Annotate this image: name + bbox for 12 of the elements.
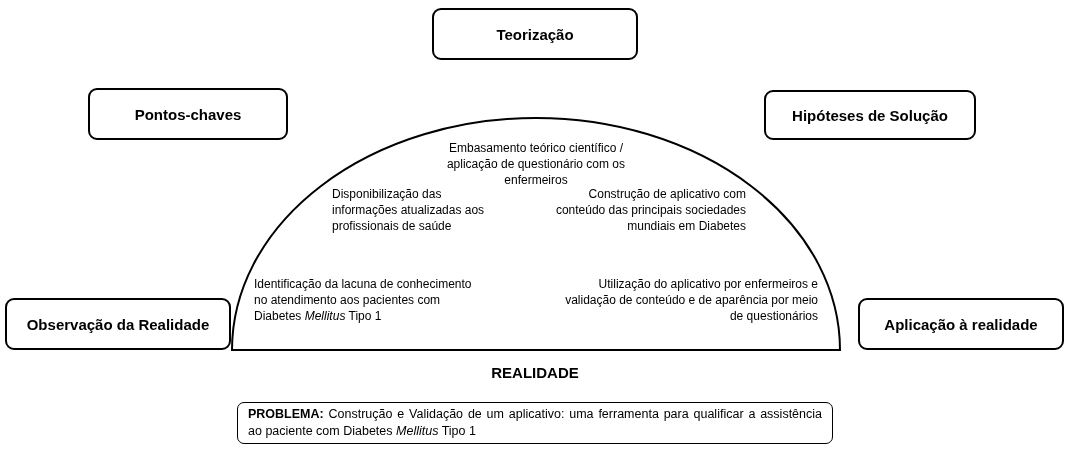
arch-text: Disponibilização das informações atualizadas aos profissionais de saúde: [332, 186, 486, 234]
arch-text: Embasamento teórico científico / aplicação de questionário com os enfermeiros: [445, 140, 627, 188]
stage-box: Hipóteses de Solução: [764, 90, 976, 140]
arch-text: Identificação da lacuna de conhecimento no atendimento aos pacientes com Diabetes Mellitus Tipo 1: [254, 276, 473, 324]
problem-box: PROBLEMA: Construção e Validação de um aplicativo: uma ferramenta para qualificar a assistência ao paciente com Diabetes Mellitus Tipo 1: [237, 402, 833, 444]
stage-box: Teorização: [432, 8, 638, 60]
arch-text: Construção de aplicativo com conteúdo das principais sociedades mundiais em Diabetes: [554, 186, 746, 234]
stage-box: Observação da Realidade: [5, 298, 231, 350]
stage-box: Pontos-chaves: [88, 88, 288, 140]
section-label: REALIDADE: [490, 364, 580, 381]
stage-box: Aplicação à realidade: [858, 298, 1064, 350]
arch-text: Utilização do aplicativo por enfermeiros e validação de conteúdo e de aparência por meio de questionários: [564, 276, 818, 324]
